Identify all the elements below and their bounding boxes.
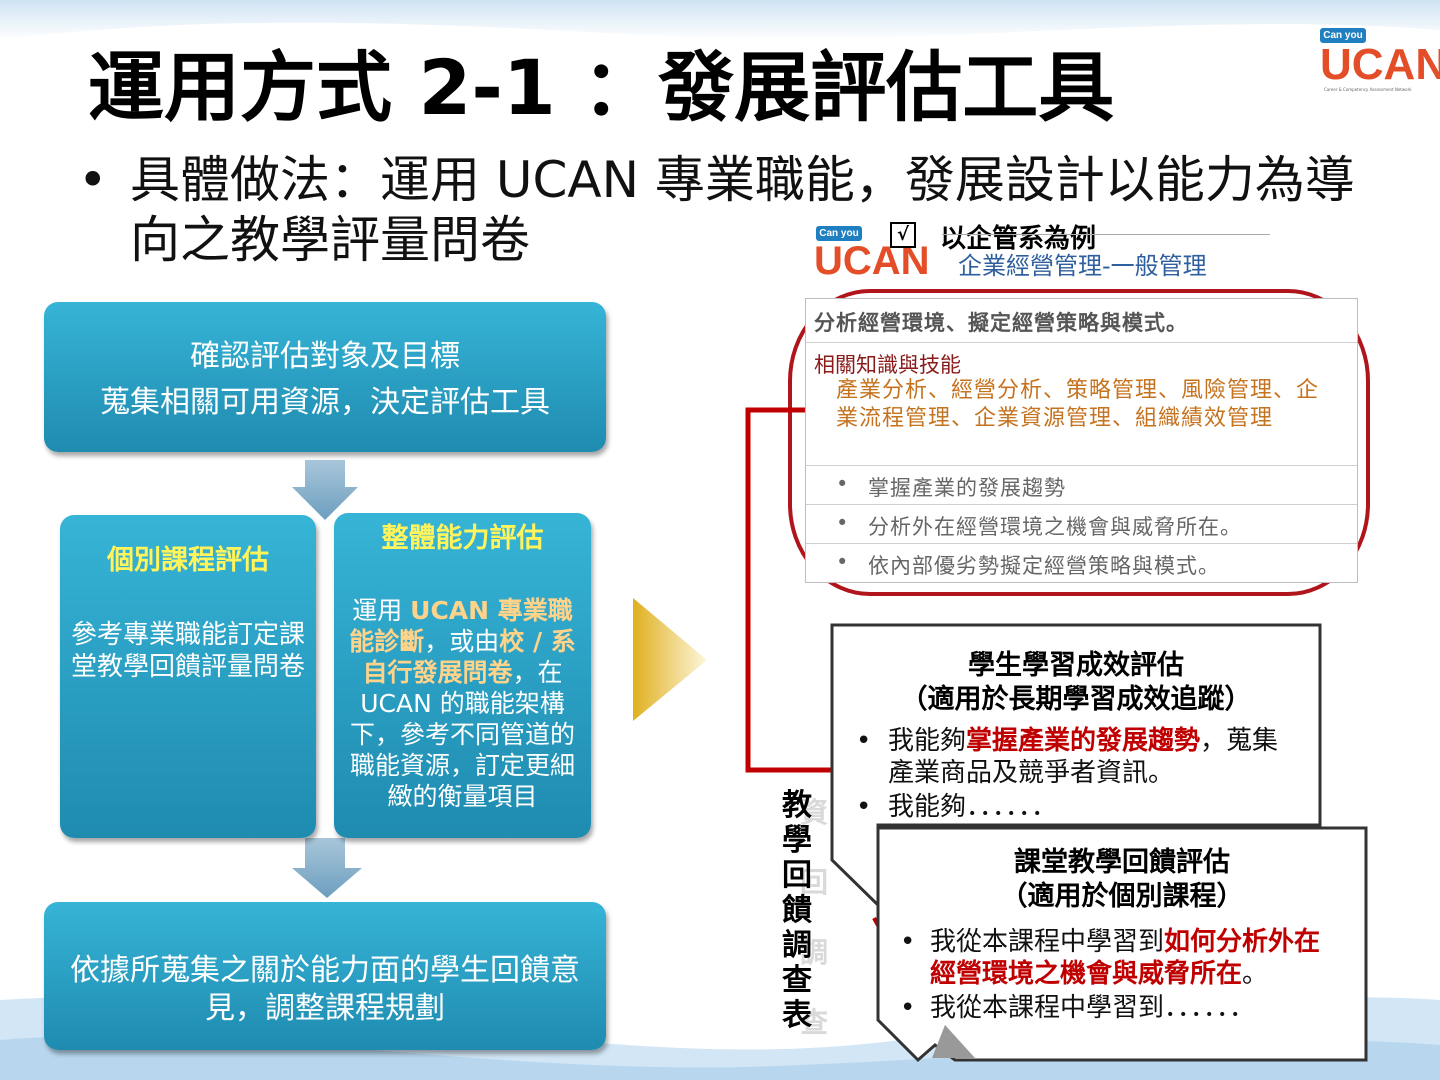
flow-right-body: 運用 UCAN 專業職能診斷，或由校 / 系自行發展問卷，在 UCAN 的職能架…: [344, 595, 581, 812]
ucan-logo: Can you ? UCAN Career & Competency Asses…: [1312, 26, 1440, 92]
logo-badge: Can you ?: [1320, 28, 1366, 56]
skill-row: • 依內部優劣勢擬定經營策略與模式。: [806, 544, 1357, 582]
flow-right-highlight1: UCAN 專業職能診斷: [349, 596, 573, 656]
callout1-item-text: ，蒐集產業商品及競爭者資訊。: [888, 726, 1279, 788]
page-title: 運用方式 2-1 ：發展評估工具: [88, 43, 1115, 132]
logo-tagline: Career & Competency Assessment Network: [1324, 87, 1412, 92]
logo-name: UCAN: [1320, 40, 1440, 89]
skill-bullet: •: [836, 550, 849, 574]
callout2-item-text: 。: [1242, 959, 1269, 989]
skill-item: 依內部優劣勢擬定經營策略與模式。: [868, 554, 1220, 578]
callout-classroom-feedback: 課堂教學回饋評估 （適用於個別課程） • 我從本課程中學習到如何分析外在經營環境…: [882, 832, 1362, 1054]
skill-item: 掌握產業的發展趨勢: [868, 476, 1066, 500]
callout2-item-text: 我從本課程中學習到: [930, 927, 1165, 957]
competency-row: 分析經營環境、擬定經營策略與模式。: [806, 299, 1357, 343]
knowledge-body: 產業分析、經營分析、策略管理、風險管理、企業流程管理、企業資源管理、組織績效管理: [836, 378, 1320, 431]
example-label: 以企管系為例: [940, 224, 1097, 254]
svg-text:查: 查: [800, 1006, 828, 1039]
flow-right-highlight2: 校 / 系自行發展問卷: [362, 627, 576, 687]
example-divider: [942, 234, 1270, 235]
flow-top-line1: 確認評估對象及目標: [190, 339, 460, 374]
skill-bullet: •: [836, 472, 849, 496]
callout1-title: 學生學習成效評估: [968, 650, 1184, 681]
example-header: Can you ? UCAN √ 以企管系為例 企業經營管理-一般管理: [808, 220, 1278, 283]
svg-text:回: 回: [800, 866, 828, 899]
callout1-item-highlight: 掌握產業的發展趨勢: [966, 726, 1201, 756]
flow-right-text3: ，在 UCAN 的職能架構下，參考不同管道的職能資源，訂定更細緻的衡量項目: [349, 658, 575, 811]
flow-right-text1: 運用: [352, 596, 411, 625]
checkbox-icon: √: [890, 222, 916, 248]
skill-row: • 分析外在經營環境之機會與威脅所在。: [806, 505, 1357, 544]
bullet-marker: •: [78, 151, 108, 209]
flow-right-title: 整體能力評估: [381, 523, 544, 554]
callout1-item: • 我能夠．．．．．．: [856, 791, 1296, 823]
svg-text:調: 調: [800, 936, 828, 969]
flow-left-body: 參考專業職能訂定課堂教學回饋評量問卷: [70, 620, 305, 682]
knowledge-row: 相關知識與技能 產業分析、經營分析、策略管理、風險管理、企業流程管理、企業資源管…: [806, 343, 1357, 466]
callout1-bullet: •: [856, 726, 872, 756]
skill-bullet: •: [836, 511, 849, 535]
callout2-item: • 我從本課程中學習到．．．．．．: [900, 992, 1360, 1024]
skill-row: • 掌握產業的發展趨勢: [806, 466, 1357, 505]
example-logo-badge: Can you ?: [816, 226, 862, 254]
flow-left-title: 個別課程評估: [107, 545, 269, 576]
knowledge-title: 相關知識與技能: [814, 353, 961, 377]
callout2-bullet: •: [900, 927, 916, 957]
svg-text:資: 資: [800, 796, 828, 829]
callout-learning-outcome: 學生學習成效評估 （適用於長期學習成效追蹤） • 我能夠掌握產業的發展趨勢，蒐集…: [836, 629, 1316, 823]
callout2-item: • 我從本課程中學習到如何分析外在經營環境之機會與威脅所在。: [900, 926, 1345, 990]
flow-box-top: 確認評估對象及目標 蒐集相關可用資源，決定評估工具: [44, 302, 606, 452]
callout2-title: 課堂教學回饋評估: [1014, 847, 1230, 878]
flow-box-bottom: 依據所蒐集之關於能力面的學生回饋意見，調整課程規劃: [44, 902, 606, 1050]
callout2-item-highlight: 如何分析外在經營環境之機會與威脅所在: [930, 927, 1321, 989]
callout1-item: • 我能夠掌握產業的發展趨勢，蒐集產業商品及競爭者資訊。: [856, 725, 1296, 789]
callout2-item-text: 我從本課程中學習到．．．．．．: [930, 993, 1256, 1023]
skill-item: 分析外在經營環境之機會與威脅所在。: [868, 515, 1242, 539]
bullet-text: 具體做法：運用 UCAN 專業職能，發展設計以能力為導向之教學評量問卷: [130, 151, 1355, 269]
vertical-label: 教學回饋調查表: [782, 788, 812, 1033]
flow-box-overall: 整體能力評估 運用 UCAN 專業職能診斷，或由校 / 系自行發展問卷，在 UC…: [334, 513, 591, 838]
flow-box-individual: 個別課程評估 參考專業職能訂定課堂教學回饋評量問卷: [60, 515, 316, 838]
callout2-bullet: •: [900, 993, 916, 1023]
flow-right-text2: ，或由: [424, 627, 500, 656]
example-category: 企業經營管理-一般管理: [958, 252, 1207, 280]
callout1-item-text: 我能夠: [888, 726, 967, 756]
competency-title: 分析經營環境、擬定經營策略與模式。: [814, 311, 1188, 335]
callout2-subtitle: （適用於個別課程）: [1000, 881, 1244, 912]
callout1-item-text: 我能夠．．．．．．: [888, 792, 1058, 822]
example-logo: Can you ? UCAN: [808, 226, 930, 283]
callout1-subtitle: （適用於長期學習成效追蹤）: [900, 684, 1252, 715]
competency-table: 分析經營環境、擬定經營策略與模式。 相關知識與技能 產業分析、經營分析、策略管理…: [805, 298, 1358, 583]
flow-bottom-text: 依據所蒐集之關於能力面的學生回饋意見，調整課程規劃: [70, 953, 580, 1026]
callout1-bullet: •: [856, 792, 872, 822]
flow-top-line2: 蒐集相關可用資源，決定評估工具: [100, 385, 550, 420]
